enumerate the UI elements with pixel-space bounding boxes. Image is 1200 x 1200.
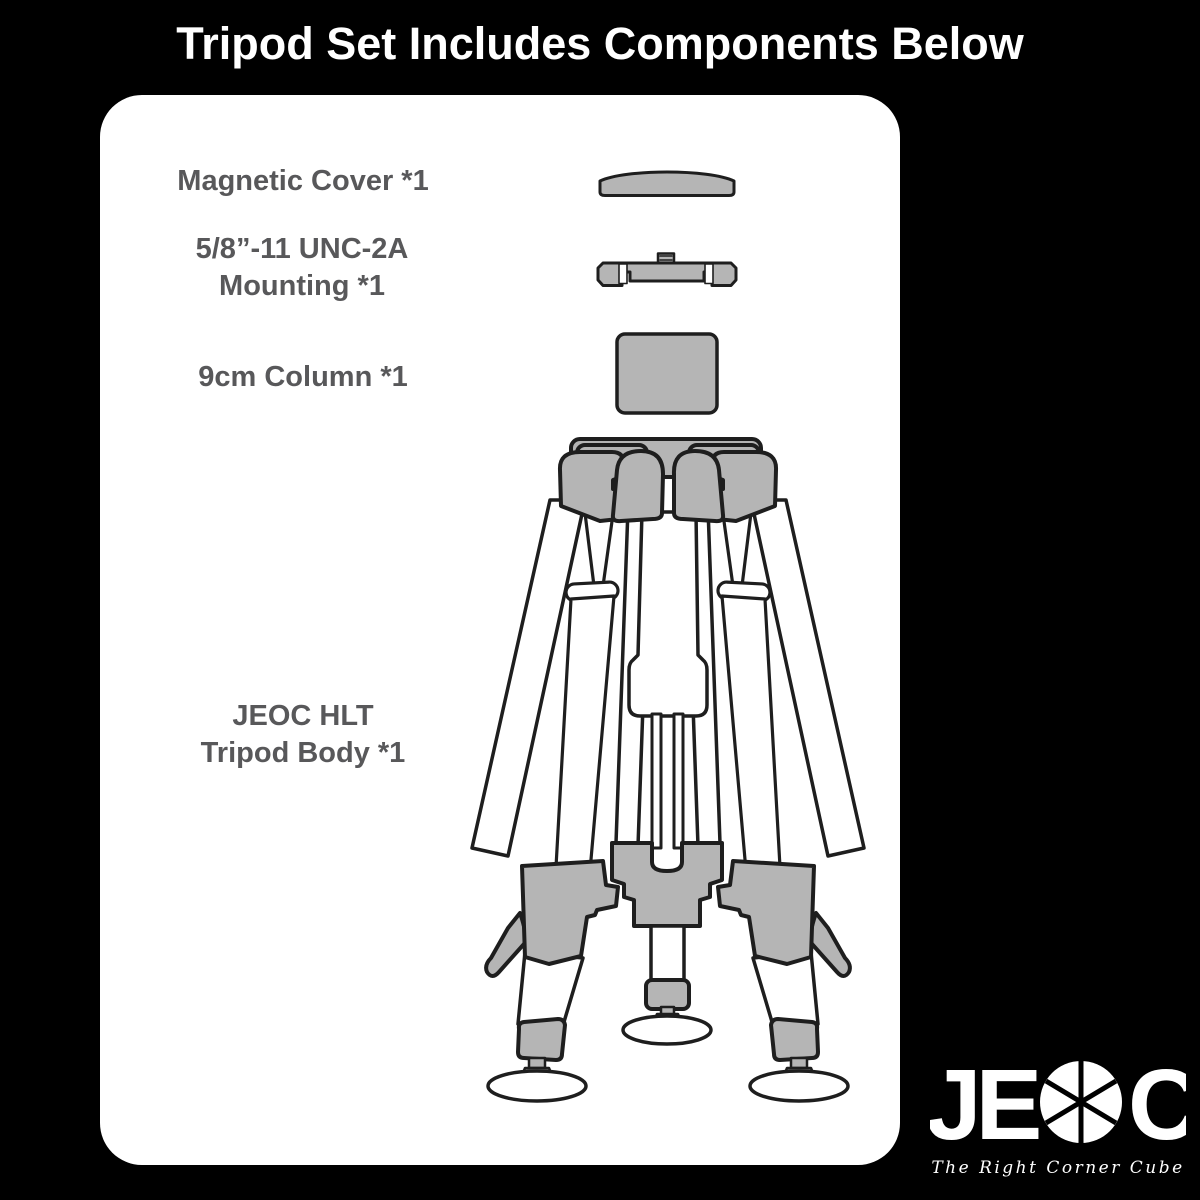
label-magnetic-cover: Magnetic Cover *1 — [177, 165, 429, 197]
label-tripod-body: JEOC HLT Tripod Body *1 — [200, 700, 406, 769]
magnetic-cover-drawing — [598, 170, 736, 197]
corner-cube-icon — [1040, 1061, 1122, 1143]
label-column: 9cm Column *1 — [198, 361, 408, 393]
tripod-body-drawing — [470, 437, 866, 1103]
label-mounting: 5/8”-11 UNC-2A Mounting *1 — [195, 233, 409, 302]
brand-tagline: The Right Corner Cube — [931, 1158, 1185, 1178]
column-drawing — [615, 332, 719, 415]
page-title: Tripod Set Includes Components Below — [176, 18, 1024, 69]
brand-logo-mark: JE C — [926, 1049, 1200, 1161]
mounting-drawing — [596, 252, 738, 287]
brand-letter-c: C — [1128, 1057, 1186, 1157]
brand-letters-je: JE — [930, 1057, 1039, 1157]
brand-logo: JE C The Right Corner Cube — [926, 1049, 1200, 1178]
